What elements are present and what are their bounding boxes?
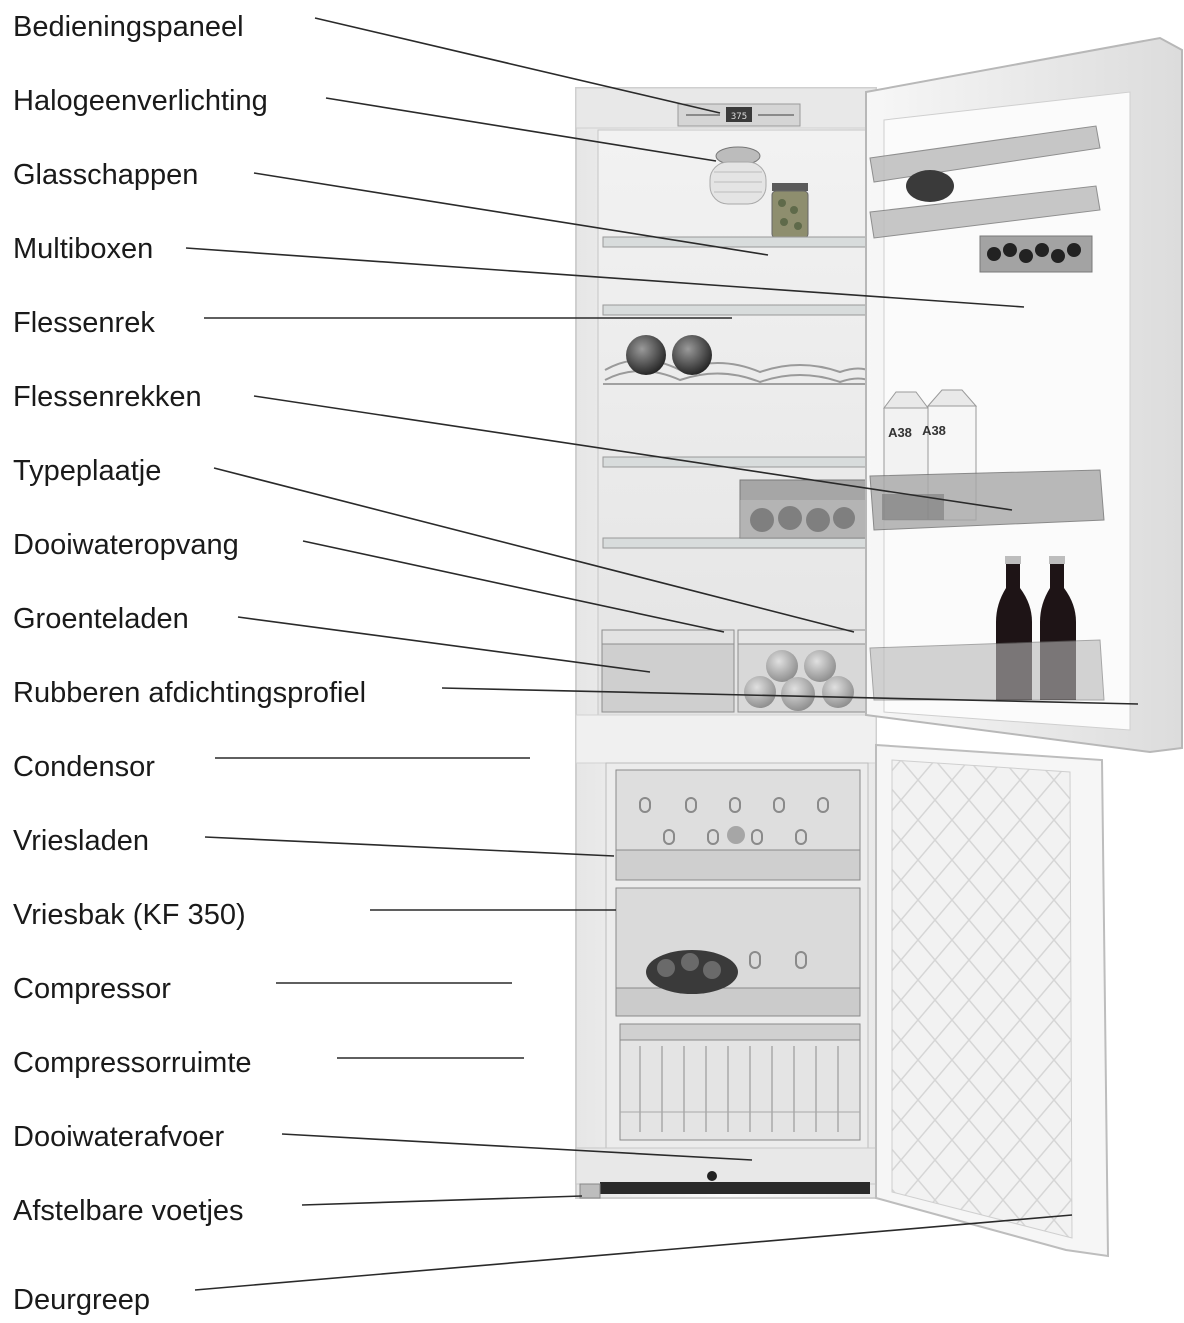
- label-rubberen-afdichtingsprofiel: Rubberen afdichtingsprofiel: [13, 677, 367, 709]
- label-afstelbare-voetjes: Afstelbare voetjes: [13, 1195, 244, 1227]
- label-dooiwaterafvoer: Dooiwaterafvoer: [13, 1121, 225, 1153]
- jar: [771, 183, 809, 239]
- bottle-rack: [603, 335, 873, 385]
- freezer-basket: [619, 1023, 861, 1141]
- compartment-divider: [575, 714, 877, 764]
- leader-afstelbare-voetjes: [301, 1195, 583, 1206]
- label-glasschappen: Glasschappen: [13, 159, 199, 191]
- leader-rubberen-afdichtingsprofiel: [441, 687, 1139, 705]
- leader-halogeenverlichting: [325, 97, 717, 162]
- label-bedieningspaneel: Bedieningspaneel: [13, 11, 244, 43]
- label-compressor: Compressor: [13, 973, 171, 1005]
- label-halogeenverlichting: Halogeenverlichting: [13, 85, 268, 117]
- crisper-drawers: [601, 629, 871, 713]
- door-rack-middle: [869, 469, 1105, 531]
- label-vriesbak: Vriesbak (KF 350): [13, 899, 246, 931]
- carton-label-2: A38: [922, 423, 946, 438]
- door-rack-bottom: [869, 639, 1105, 701]
- leader-vriesladen: [204, 836, 615, 857]
- label-vriesladen: Vriesladen: [13, 825, 149, 857]
- label-typeplaatje: Typeplaatje: [13, 455, 162, 487]
- leader-flessenrekken: [253, 395, 1013, 511]
- halogen-light: [709, 146, 767, 205]
- label-condensor: Condensor: [13, 751, 155, 783]
- leader-dooiwaterafvoer: [281, 1133, 753, 1161]
- leader-lines: [185, 17, 1139, 1291]
- freezer-door: [875, 743, 1110, 1258]
- fridge-compartment: [597, 129, 877, 716]
- label-flessenrekken: Flessenrekken: [13, 381, 202, 413]
- display-readout: 375: [731, 112, 747, 122]
- leader-dooiwateropvang: [302, 540, 725, 633]
- leader-typeplaatje: [213, 467, 855, 633]
- label-dooiwateropvang: Dooiwateropvang: [13, 529, 239, 561]
- leader-groenteladen: [237, 616, 651, 673]
- leader-bedieningspaneel: [314, 17, 721, 114]
- freezer-drawer-2: [615, 887, 861, 1017]
- carton-label-1: A38: [888, 425, 912, 440]
- leader-glasschappen: [253, 172, 769, 256]
- label-groenteladen: Groenteladen: [13, 603, 189, 635]
- label-compressorruimte: Compressorruimte: [13, 1047, 252, 1079]
- door-racks-top: [869, 125, 1101, 273]
- label-flessenrek: Flessenrek: [13, 307, 155, 339]
- leader-deurgreep: [194, 1214, 1073, 1291]
- multibox: [739, 479, 867, 539]
- label-deurgreep: Deurgreep: [13, 1284, 151, 1316]
- label-multiboxen: Multiboxen: [13, 233, 154, 265]
- leader-multiboxen: [185, 247, 1025, 308]
- freezer-drawer-1: [615, 769, 861, 881]
- fridge-base: [575, 1147, 899, 1199]
